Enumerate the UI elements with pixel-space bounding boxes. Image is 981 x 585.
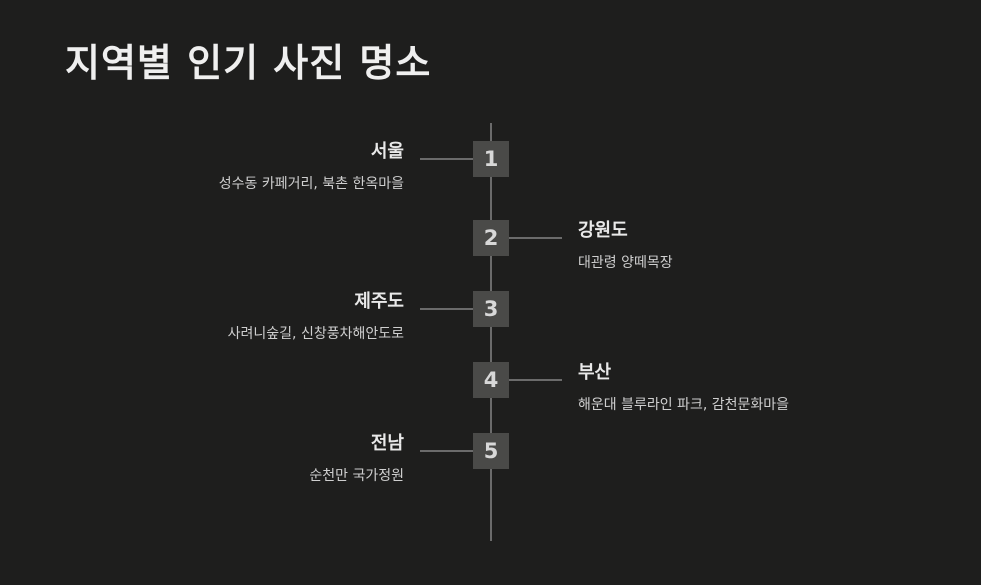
timeline-entry-4: 부산 해운대 블루라인 파크, 감천문화마을	[578, 362, 789, 413]
timeline-entry-1: 서울 성수동 카페거리, 북촌 한옥마을	[218, 141, 404, 192]
step-number-1: 1	[473, 141, 509, 177]
region-spots: 순천만 국가정원	[309, 468, 404, 484]
step-number-5: 5	[473, 433, 509, 469]
region-name: 제주도	[354, 291, 404, 312]
region-spots: 성수동 카페거리, 북촌 한옥마을	[218, 176, 404, 192]
timeline-entry-5: 전남 순천만 국가정원	[309, 433, 404, 484]
connector-line-4	[509, 379, 562, 381]
connector-line-1	[420, 158, 473, 160]
step-number-2: 2	[473, 220, 509, 256]
timeline-entry-2: 강원도 대관령 양떼목장	[578, 220, 673, 271]
region-name: 강원도	[578, 220, 628, 241]
connector-line-3	[420, 308, 473, 310]
connector-line-2	[509, 237, 562, 239]
region-spots: 사려니숲길, 신창풍차해안도로	[227, 326, 404, 342]
region-name: 부산	[578, 362, 612, 383]
connector-line-5	[420, 450, 473, 452]
timeline-entry-3: 제주도 사려니숲길, 신창풍차해안도로	[227, 291, 404, 342]
region-name: 서울	[370, 141, 404, 162]
timeline-axis	[490, 123, 492, 541]
region-spots: 해운대 블루라인 파크, 감천문화마을	[578, 397, 789, 413]
region-name: 전남	[370, 433, 404, 454]
region-spots: 대관령 양떼목장	[578, 255, 673, 271]
page-title: 지역별 인기 사진 명소	[65, 41, 432, 85]
step-number-3: 3	[473, 291, 509, 327]
step-number-4: 4	[473, 362, 509, 398]
